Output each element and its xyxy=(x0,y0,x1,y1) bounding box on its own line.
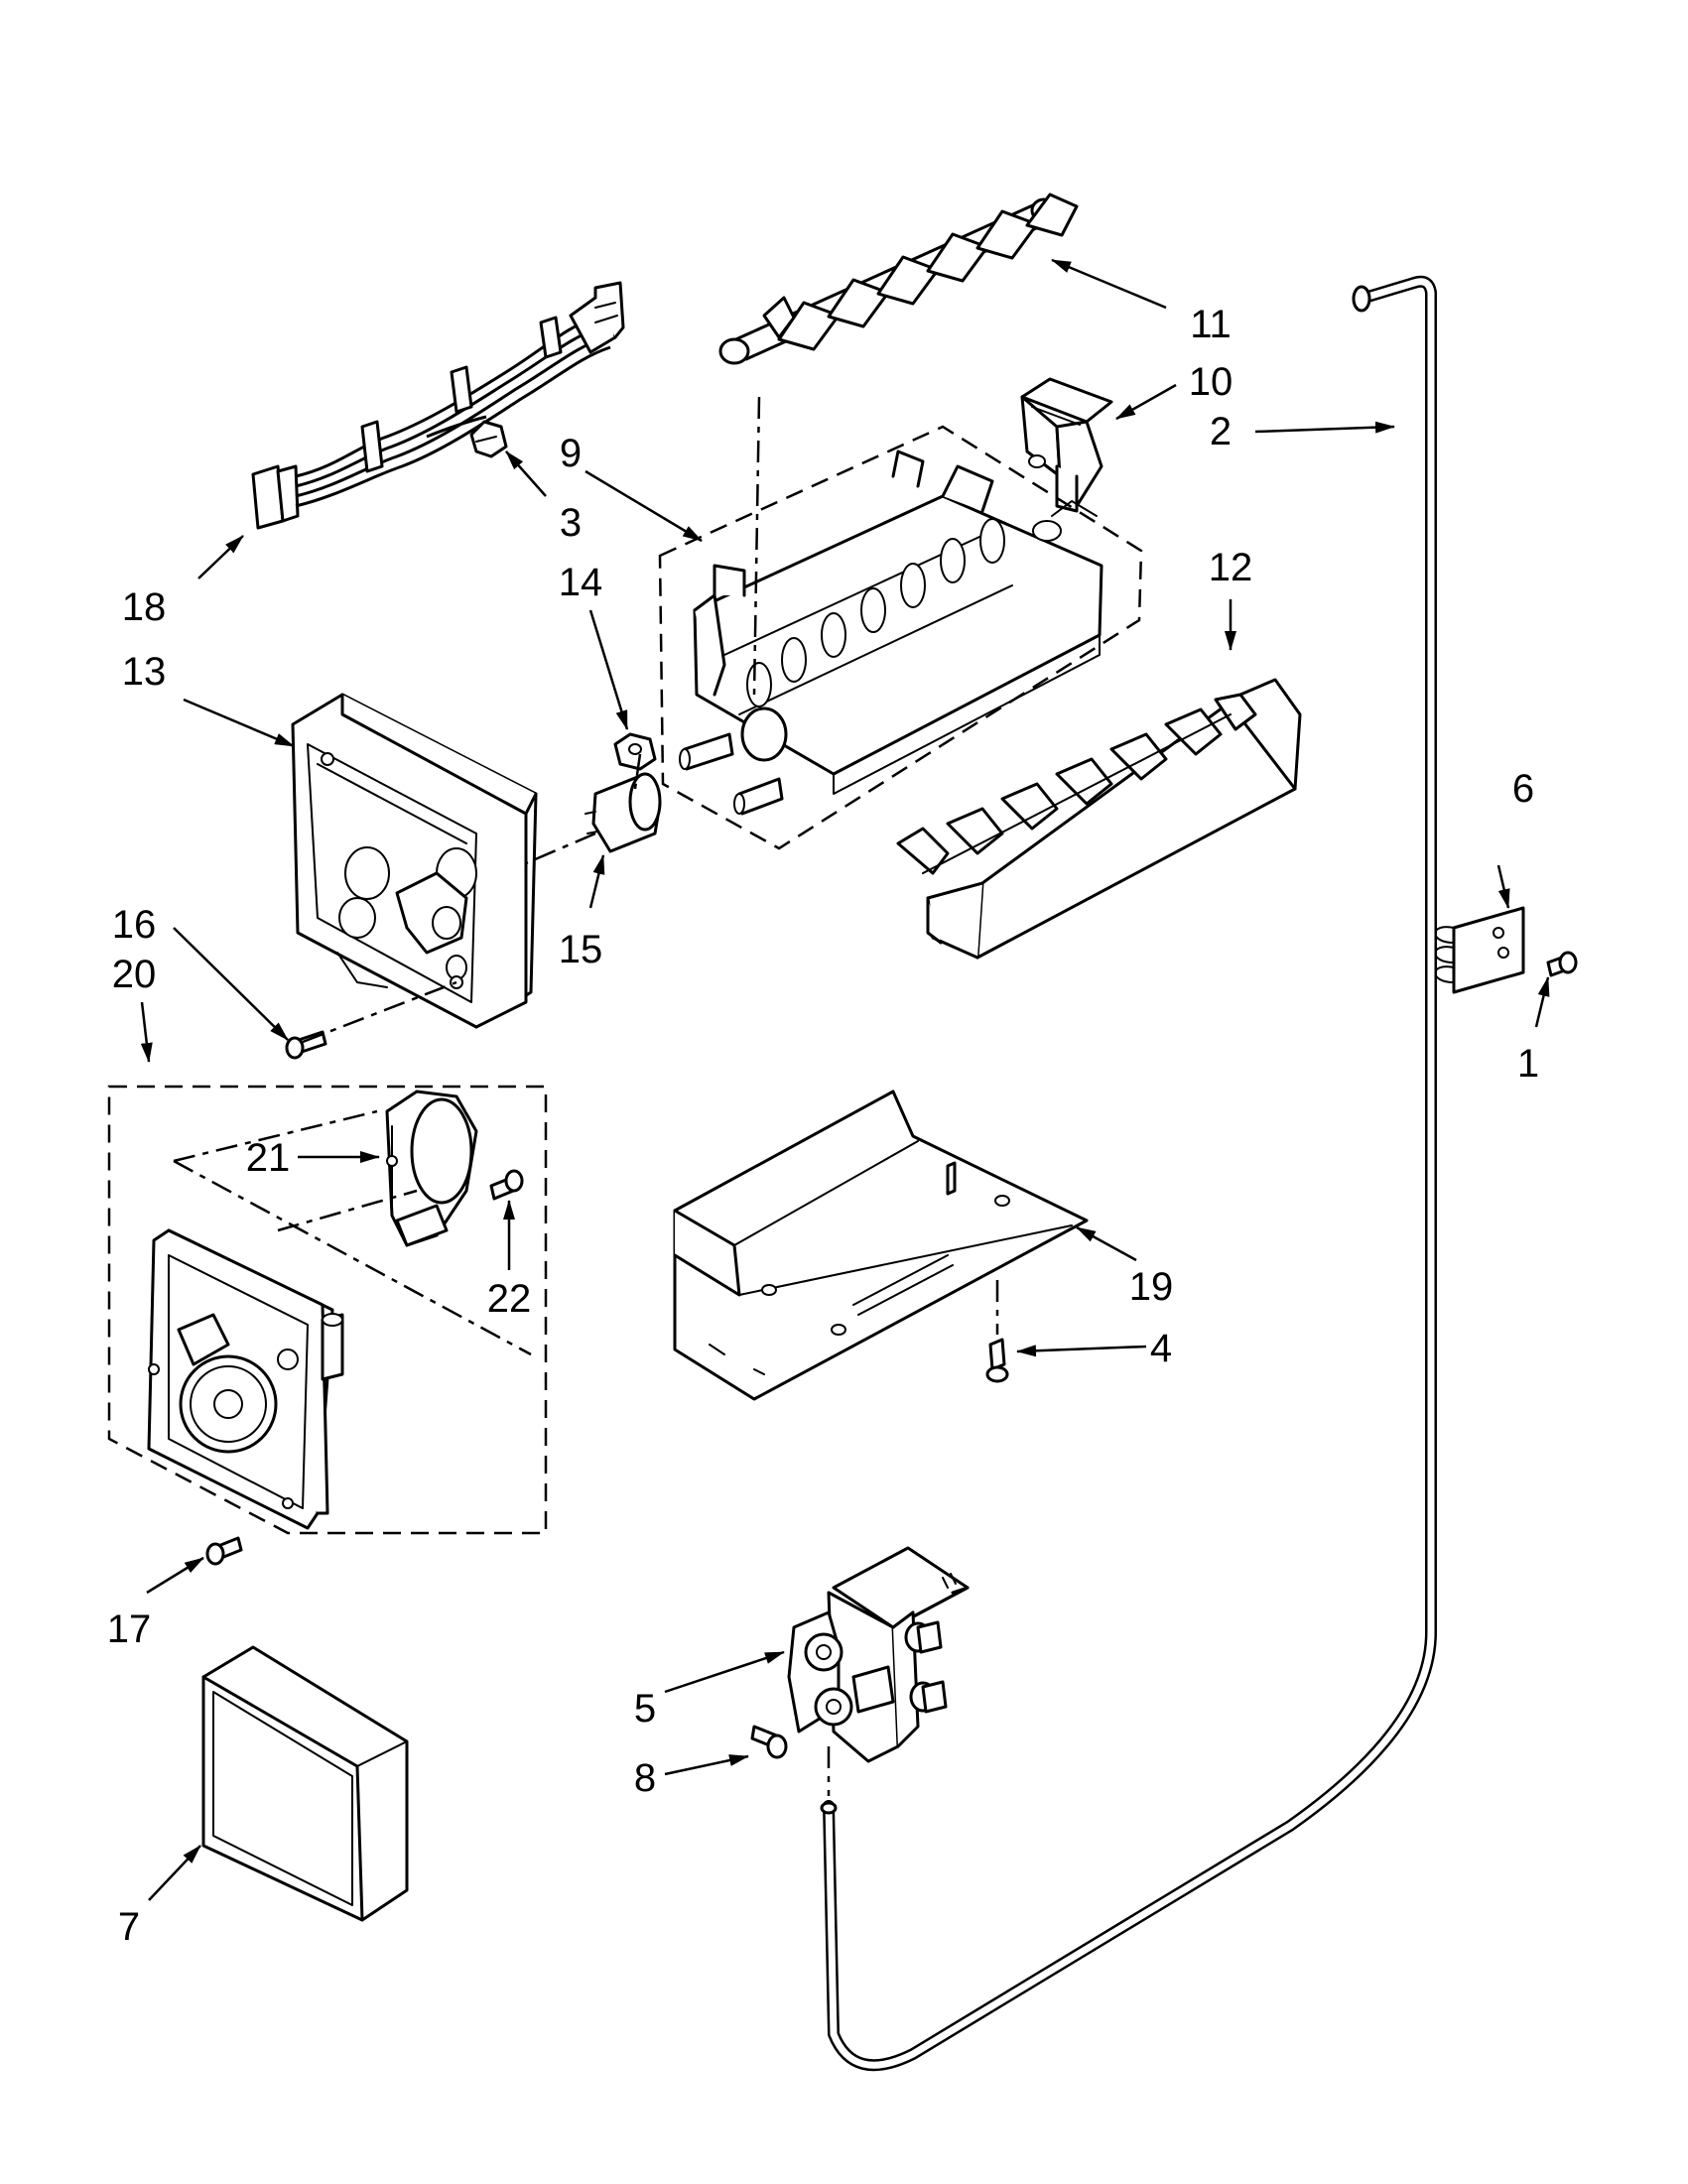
callout-13: 13 xyxy=(122,650,167,694)
callout-9: 9 xyxy=(560,432,582,475)
control-module-icon xyxy=(107,1085,548,1535)
callout-5: 5 xyxy=(634,1687,656,1731)
callout-6: 6 xyxy=(1512,767,1534,811)
callout-7: 7 xyxy=(118,1905,140,1949)
callout-20: 20 xyxy=(112,953,157,996)
callout-4: 4 xyxy=(1150,1327,1172,1370)
assembly-guides xyxy=(277,396,831,1796)
motor-icon xyxy=(385,1090,478,1247)
callout-labels: 11 10 2 9 3 18 14 12 13 15 16 20 21 22 1… xyxy=(107,303,1539,1949)
wire-harness-icon xyxy=(251,281,625,530)
callout-11: 11 xyxy=(1190,303,1232,346)
callout-12: 12 xyxy=(1209,546,1253,589)
leader-lines xyxy=(140,258,1550,1901)
callout-1: 1 xyxy=(1517,1042,1539,1086)
callout-2: 2 xyxy=(1210,410,1232,453)
screw-icon xyxy=(985,1280,1009,1383)
callout-18: 18 xyxy=(122,585,167,629)
control-housing-icon xyxy=(291,693,538,1029)
callout-16: 16 xyxy=(112,903,157,947)
thermostat-icon xyxy=(584,772,662,853)
tube-clamp-icon xyxy=(1434,906,1525,994)
fill-cup-icon xyxy=(1020,377,1113,513)
callout-21: 21 xyxy=(246,1136,291,1180)
callout-3: 3 xyxy=(560,501,582,545)
callout-19: 19 xyxy=(1129,1265,1174,1309)
screw-icon xyxy=(205,1536,243,1566)
callout-15: 15 xyxy=(559,928,603,971)
shield-icon xyxy=(673,1090,1089,1401)
thermostat-clip-icon xyxy=(613,732,657,771)
water-valve-icon xyxy=(787,1546,970,1763)
callout-10: 10 xyxy=(1189,360,1234,404)
ejector-icon xyxy=(718,193,1079,365)
screw-icon xyxy=(489,1169,524,1201)
ice-mold-icon xyxy=(658,425,1143,850)
callout-14: 14 xyxy=(559,561,603,604)
gasket-frame-icon xyxy=(201,1645,409,1922)
wire-clip-icon xyxy=(469,420,508,458)
screw-icon xyxy=(1546,951,1578,977)
fill-tube-icon xyxy=(820,275,1437,2072)
callout-8: 8 xyxy=(634,1756,656,1800)
callout-17: 17 xyxy=(107,1607,152,1651)
callout-22: 22 xyxy=(487,1277,532,1321)
screw-icon xyxy=(750,1725,788,1759)
stripper-icon xyxy=(896,678,1302,960)
